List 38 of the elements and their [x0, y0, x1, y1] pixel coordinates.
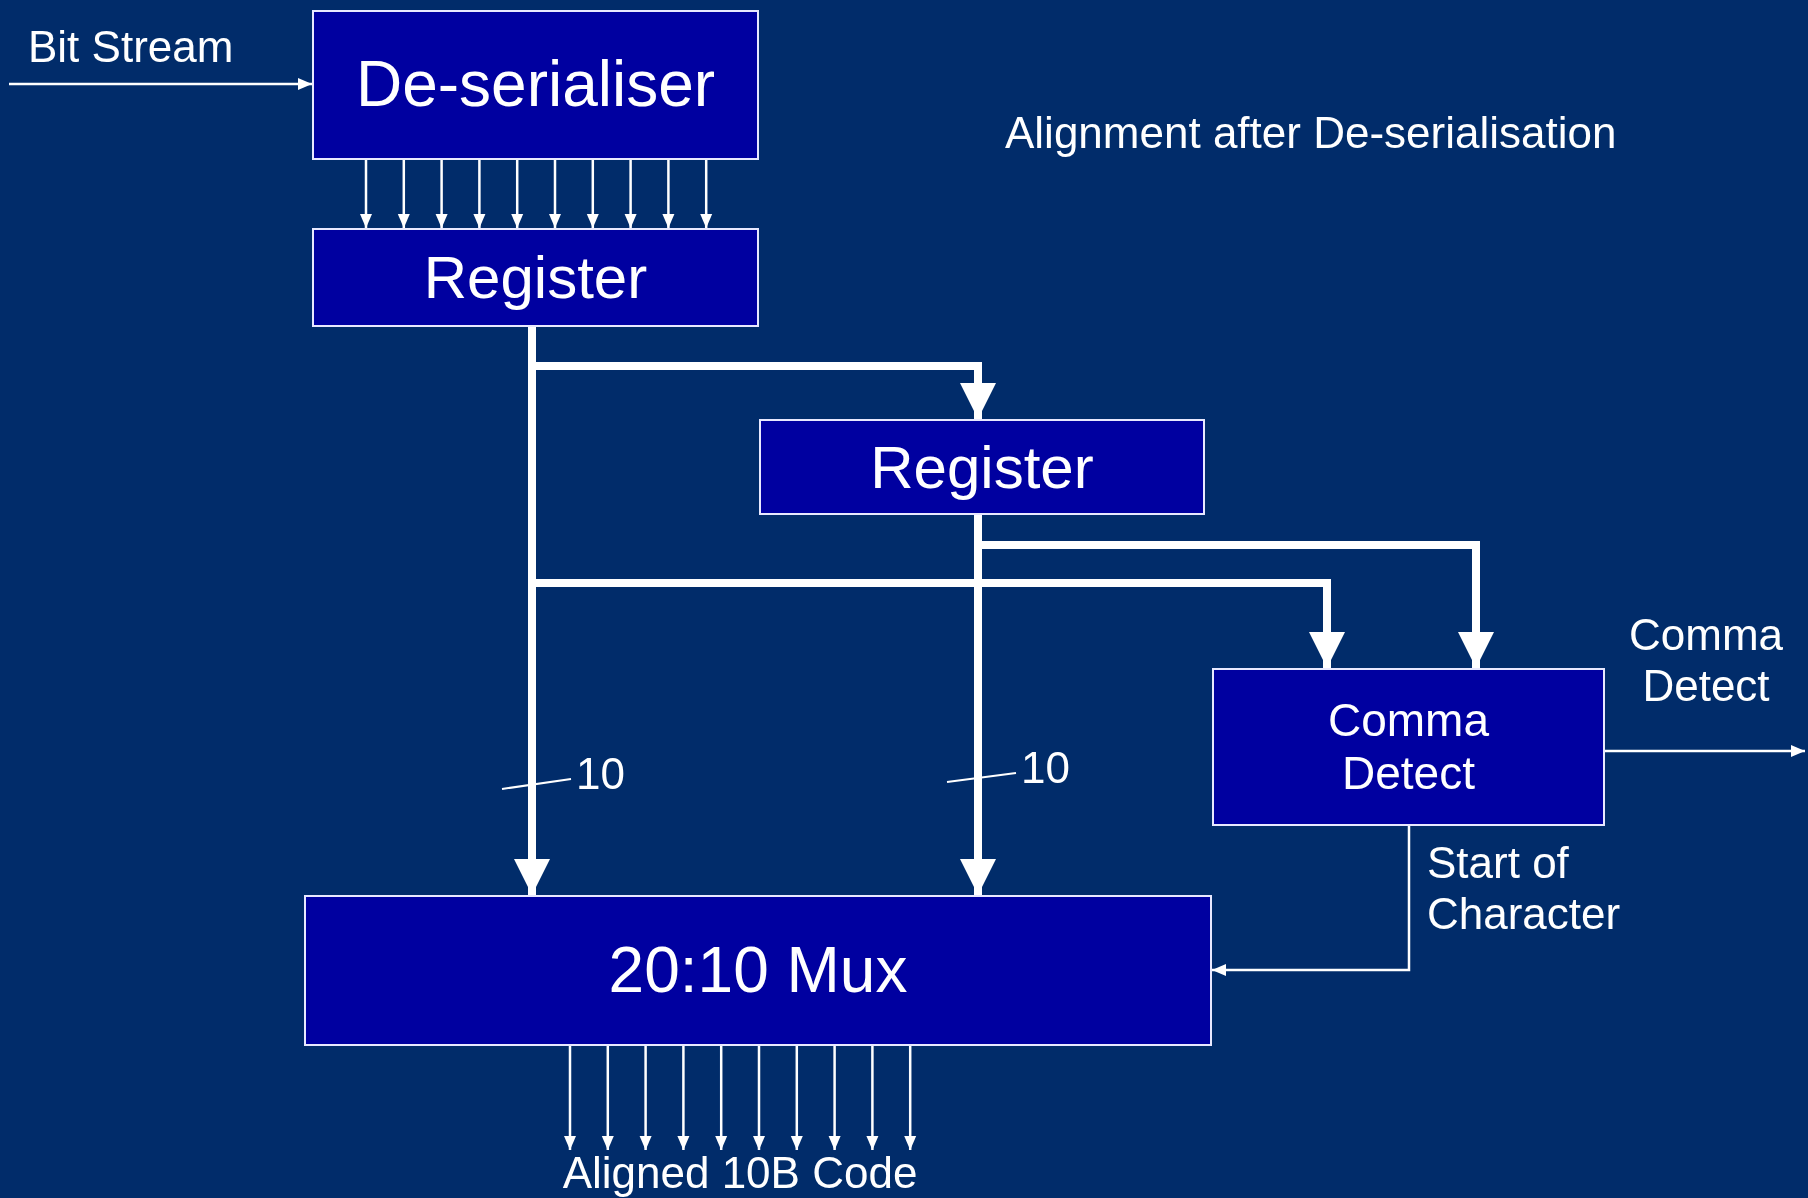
arrow	[753, 1046, 765, 1150]
arrow	[549, 160, 561, 228]
arrow	[601, 1046, 614, 1150]
process-box	[312, 228, 759, 327]
arrow	[715, 1046, 728, 1150]
box-label: De-serialiser	[355, 48, 716, 122]
arrow	[511, 160, 524, 228]
arrow	[397, 160, 410, 228]
box-label: Register	[423, 243, 648, 312]
arrow	[700, 160, 713, 228]
arrow	[639, 1046, 652, 1150]
box-label: Comma Detect	[1327, 694, 1490, 800]
arrow	[904, 1046, 917, 1150]
arrow	[586, 160, 599, 228]
arrow	[1605, 745, 1805, 757]
arrow	[828, 1046, 841, 1150]
arrow	[677, 1046, 690, 1150]
arrow	[435, 160, 448, 228]
process-box	[304, 895, 1212, 1046]
arrow	[624, 160, 637, 228]
diagram-title: Alignment after De-serialisation	[1005, 108, 1617, 158]
process-box	[1212, 668, 1605, 826]
arrow	[473, 160, 486, 228]
box-label: Register	[870, 432, 1094, 502]
process-box	[312, 10, 759, 160]
process-box	[759, 419, 1205, 515]
arrow	[662, 160, 675, 228]
arrow	[564, 1046, 576, 1150]
bus-width-label: 10	[576, 752, 625, 796]
output-label: Aligned 10B Code	[562, 1147, 918, 1198]
bus-width-label: 10	[1021, 746, 1070, 790]
box-label: 20:10 Mux	[608, 933, 908, 1008]
arrow	[9, 78, 312, 90]
arrow	[360, 160, 372, 228]
arrow	[866, 1046, 879, 1150]
arrow	[974, 515, 1494, 668]
arrow	[1212, 826, 1411, 976]
arrow	[790, 1046, 803, 1150]
